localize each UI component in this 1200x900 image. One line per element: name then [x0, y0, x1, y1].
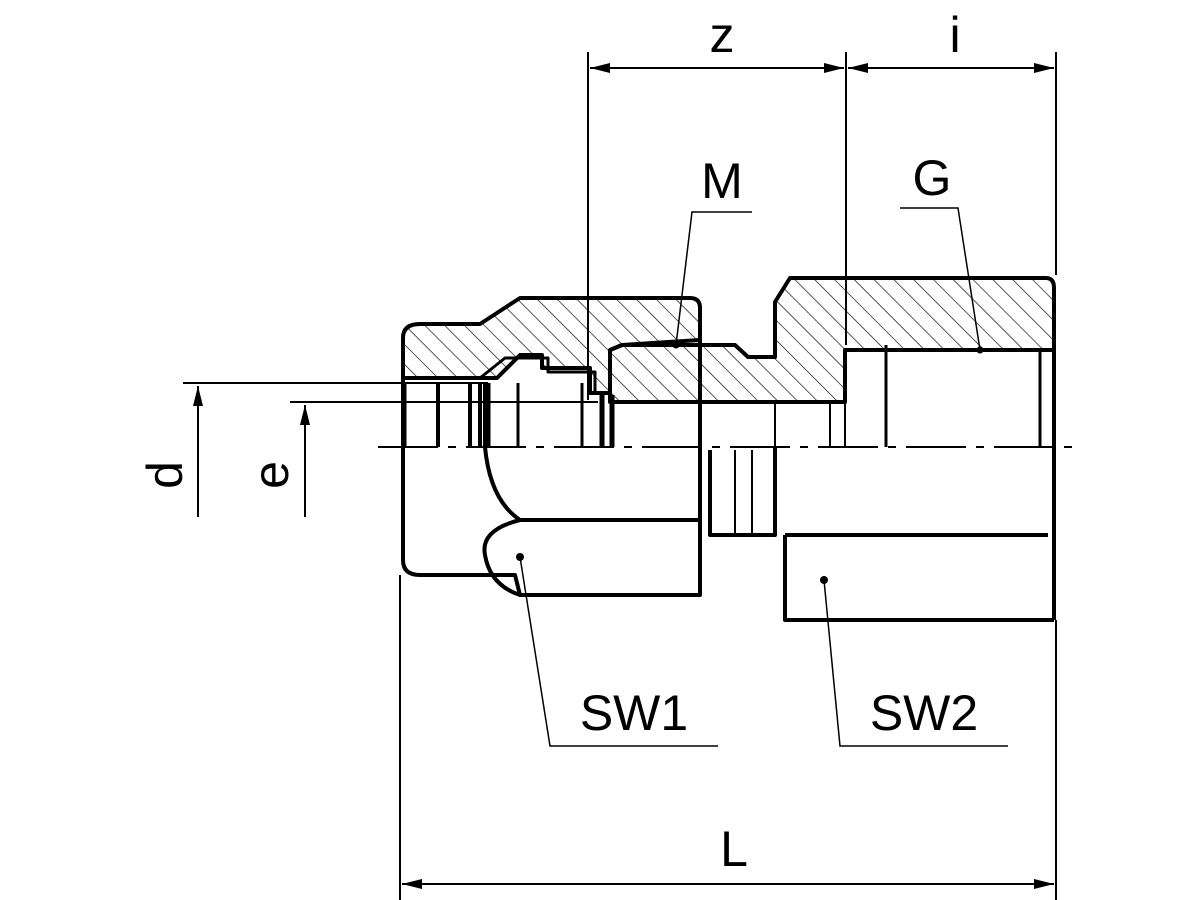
label-e: e: [243, 461, 299, 489]
leader-dots: [516, 341, 984, 584]
nut-section: [401, 296, 702, 395]
label-i: i: [949, 7, 960, 63]
label-L: L: [720, 821, 748, 877]
leaders: [519, 207, 1008, 747]
dimension-d-e: [183, 382, 598, 517]
label-z: z: [710, 7, 735, 63]
label-G: G: [913, 150, 952, 206]
label-SW2: SW2: [870, 685, 978, 741]
label-SW1: SW1: [580, 685, 688, 741]
label-d: d: [137, 461, 193, 489]
dimension-L: [399, 575, 1057, 900]
label-M: M: [701, 153, 743, 209]
body-outline: [708, 345, 1056, 622]
tube-internals: [403, 356, 831, 447]
nut-outline: [401, 340, 702, 597]
